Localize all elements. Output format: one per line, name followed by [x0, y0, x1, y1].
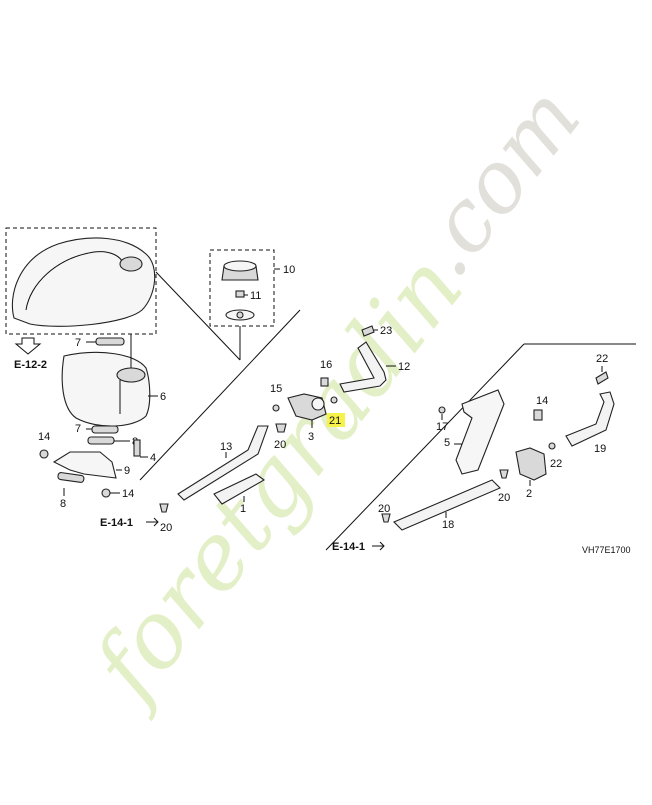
tank-cover-contour	[25, 251, 125, 311]
clamp-22b	[548, 442, 556, 450]
bracket-5	[455, 389, 505, 475]
connect-line-cap	[155, 271, 241, 361]
ref-e12-2-group: E-12-2	[14, 337, 47, 371]
bolt-4	[133, 439, 141, 457]
tank-bracket	[52, 451, 117, 479]
callout-2: 2	[526, 488, 532, 500]
callout-14a: 14	[38, 431, 50, 443]
panel-diagonal	[325, 343, 525, 551]
callout-19: 19	[594, 443, 606, 455]
tank-cover	[11, 237, 156, 327]
cap-strainer	[235, 290, 245, 298]
callout-16: 16	[320, 359, 332, 371]
callout-20b: 20	[274, 439, 286, 451]
callout-23: 23	[380, 325, 392, 337]
callout-1: 1	[240, 503, 246, 515]
clamp-ring	[330, 396, 338, 404]
cushion-7b	[91, 425, 119, 434]
tank-cover-group	[5, 227, 157, 335]
callout-22a: 22	[596, 353, 608, 365]
hose-12	[339, 341, 387, 393]
callout-22b: 22	[550, 458, 562, 470]
callout-7a: 7	[75, 337, 81, 349]
callout-11: 11	[250, 290, 261, 302]
tank-cover-neck	[119, 256, 143, 272]
cap-seal-hole	[236, 311, 244, 319]
bolt-17	[438, 406, 446, 414]
callout-8b: 8	[60, 498, 66, 510]
hose-12-group: 23 12	[339, 325, 410, 393]
fuel-cap-dashed-box	[209, 249, 275, 327]
hose-1	[213, 473, 265, 505]
callout-13: 13	[220, 441, 232, 453]
ref-arrow-right	[372, 541, 385, 551]
ref-arrow-down	[14, 337, 42, 355]
washer-15	[272, 404, 280, 412]
bolt-14b	[101, 488, 111, 498]
callout-15: 15	[270, 383, 282, 395]
callout-3: 3	[308, 431, 314, 443]
callout-10: 10	[283, 264, 295, 276]
bolt-14c	[533, 409, 543, 421]
clip-20a	[159, 503, 169, 513]
fuel-tank	[61, 351, 151, 427]
callout-20a: 20	[160, 522, 172, 534]
callout-18: 18	[442, 519, 454, 531]
callout-14b: 14	[122, 488, 134, 500]
ref-e12-2: E-12-2	[14, 359, 47, 371]
clip-20c	[381, 513, 391, 523]
callout-17: 17	[436, 421, 448, 433]
tank-bracket-group: 9 8 14 14	[38, 431, 134, 510]
callout-21: 21	[329, 415, 341, 427]
cushion-7a	[95, 337, 125, 346]
cushion-8b	[57, 472, 85, 483]
clip-22a	[595, 371, 609, 385]
cushion-8a	[87, 436, 115, 445]
bolt-16	[320, 377, 329, 387]
highlight-21	[327, 413, 345, 427]
fuel-cap-group: 10 11	[209, 249, 295, 360]
callout-4: 4	[150, 452, 156, 464]
callout-9: 9	[124, 465, 130, 477]
fuel-tank-group: 6	[61, 334, 166, 427]
valve-2-group: 2 22 20	[498, 442, 562, 504]
bolt-14a	[39, 449, 49, 459]
callout-5: 5	[444, 437, 450, 449]
hose-13	[177, 425, 269, 501]
tank-cover-dashed-box	[5, 227, 157, 335]
clip-20d	[499, 469, 509, 479]
callout-7b: 7	[75, 423, 81, 435]
clip-20b	[275, 423, 287, 433]
callout-12: 12	[398, 361, 410, 373]
callout-14c: 14	[536, 395, 548, 407]
bolt-4-group: 4	[133, 439, 156, 464]
diagram-code: VH77E1700	[582, 545, 631, 555]
clip-23	[361, 325, 375, 337]
fuel-valve-group: 21 3 16 15 20	[270, 359, 345, 451]
valve-2	[515, 447, 547, 481]
ref-e14-1-right: E-14-1	[332, 541, 365, 553]
bracket-5-group: 17 5	[436, 389, 505, 475]
ref-e14-1-left: E-14-1	[100, 517, 133, 529]
hose-19-group: 22 19	[565, 353, 615, 455]
hose-19	[565, 391, 615, 447]
callout-20d: 20	[498, 492, 510, 504]
fuel-tank-filler-neck	[116, 367, 146, 383]
connect-line-bolt	[139, 309, 301, 481]
valve-fitting	[311, 397, 325, 411]
ref-arrow-left	[146, 517, 159, 527]
fuel-cap-top	[223, 260, 257, 272]
callout-6: 6	[160, 391, 166, 403]
callout-20c: 20	[378, 503, 390, 515]
hose-18	[393, 479, 501, 531]
